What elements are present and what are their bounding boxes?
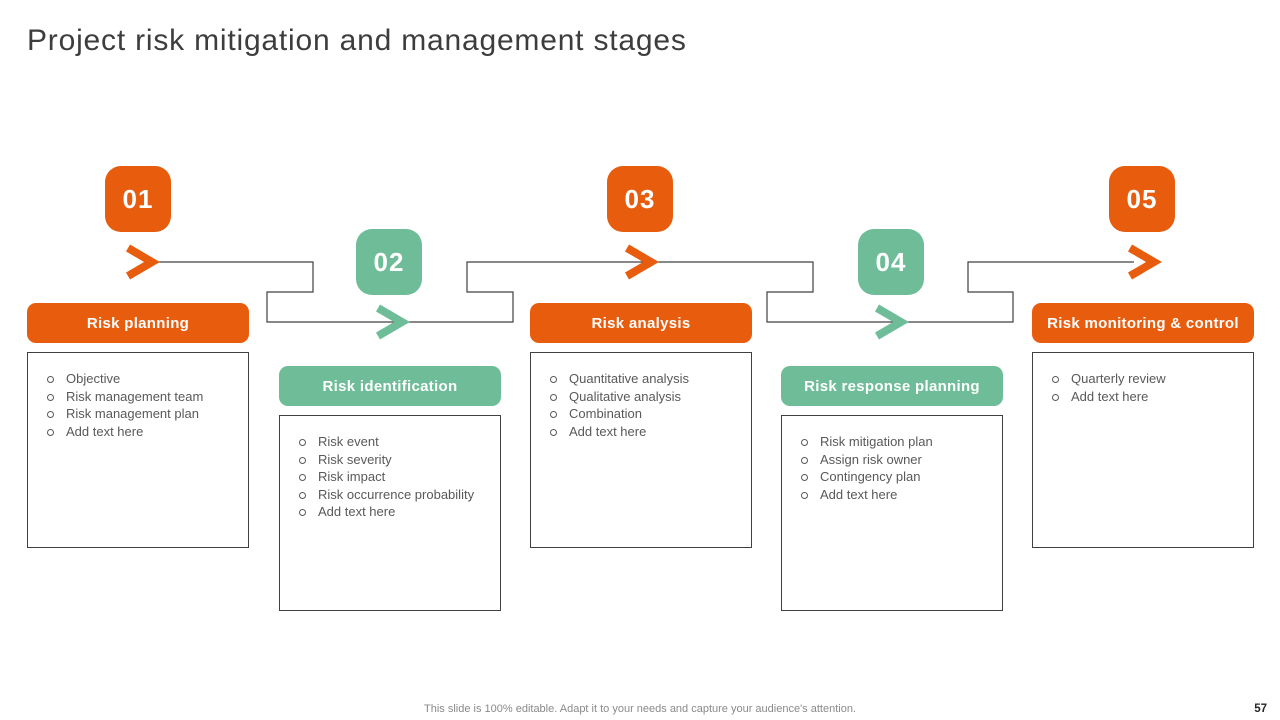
bullet-circle-icon bbox=[1052, 393, 1059, 401]
list-item: Add text here bbox=[796, 486, 978, 504]
list-item: Add text here bbox=[294, 503, 476, 521]
page-number: 57 bbox=[1254, 703, 1267, 715]
list-item-text: Assign risk owner bbox=[820, 451, 922, 467]
list-item: Qualitative analysis bbox=[545, 388, 727, 406]
stage-content-box: Risk mitigation plan Assign risk owner C… bbox=[781, 415, 1003, 611]
bullet-circle-icon bbox=[299, 439, 306, 446]
stage-label: Risk analysis bbox=[530, 303, 752, 343]
list-item: Quantitative analysis bbox=[545, 370, 727, 388]
list-item-text: Combination bbox=[569, 406, 642, 421]
list-item: Add text here bbox=[545, 423, 727, 441]
list-item-text: Qualitative analysis bbox=[569, 388, 681, 404]
bullet-circle-icon bbox=[299, 474, 306, 481]
chevron-right-icon bbox=[874, 304, 909, 340]
list-item-text: Add text here bbox=[318, 504, 396, 519]
bullet-circle-icon bbox=[801, 474, 808, 481]
list-item: Objective bbox=[42, 370, 224, 388]
list-item-text: Risk impact bbox=[318, 469, 386, 484]
bullet-circle-icon bbox=[550, 393, 557, 401]
bullet-circle-icon bbox=[1052, 376, 1059, 383]
stage-item-list: Quarterly review Add text here bbox=[1047, 370, 1229, 405]
list-item: Risk event bbox=[294, 433, 476, 451]
stage-item-list: Quantitative analysis Qualitative analys… bbox=[545, 370, 727, 440]
stage-label: Risk planning bbox=[27, 303, 249, 343]
list-item-text: Add text here bbox=[1071, 388, 1149, 404]
stage-label: Risk monitoring & control bbox=[1032, 303, 1254, 343]
chevron-right-icon bbox=[375, 304, 410, 340]
page-title: Project risk mitigation and management s… bbox=[27, 24, 687, 57]
stage-number-badge: 01 bbox=[105, 166, 171, 232]
list-item-text: Contingency plan bbox=[820, 469, 921, 484]
bullet-circle-icon bbox=[550, 411, 557, 418]
bullet-circle-icon bbox=[801, 491, 808, 499]
list-item-text: Risk mitigation plan bbox=[820, 434, 933, 449]
chevron-right-icon bbox=[1127, 244, 1162, 280]
bullet-circle-icon bbox=[47, 411, 54, 418]
list-item-text: Quarterly review bbox=[1071, 371, 1166, 386]
list-item: Risk management team bbox=[42, 388, 224, 406]
stage-item-list: Risk event Risk severity Risk impact Ris… bbox=[294, 433, 476, 521]
bullet-circle-icon bbox=[550, 428, 557, 436]
list-item: Risk severity bbox=[294, 451, 476, 469]
stage-label: Risk identification bbox=[279, 366, 501, 406]
stage-number-badge: 05 bbox=[1109, 166, 1175, 232]
bullet-circle-icon bbox=[47, 428, 54, 436]
list-item: Add text here bbox=[42, 423, 224, 441]
list-item-text: Risk event bbox=[318, 434, 379, 449]
bullet-circle-icon bbox=[299, 509, 306, 516]
list-item-text: Risk severity bbox=[318, 451, 392, 467]
bullet-circle-icon bbox=[550, 376, 557, 383]
list-item: Risk impact bbox=[294, 468, 476, 486]
footer-note: This slide is 100% editable. Adapt it to… bbox=[424, 703, 856, 715]
stage-label: Risk response planning bbox=[781, 366, 1003, 406]
list-item-text: Risk management team bbox=[66, 388, 204, 404]
list-item-text: Add text here bbox=[66, 423, 144, 439]
list-item: Combination bbox=[545, 405, 727, 423]
stage-content-box: Quantitative analysis Qualitative analys… bbox=[530, 352, 752, 548]
bullet-circle-icon bbox=[47, 376, 54, 383]
bullet-circle-icon bbox=[801, 456, 808, 464]
bullet-circle-icon bbox=[801, 439, 808, 446]
list-item: Risk occurrence probability bbox=[294, 486, 476, 504]
chevron-right-icon bbox=[125, 244, 160, 280]
list-item-text: Risk occurrence probability bbox=[318, 486, 475, 502]
stage-item-list: Risk mitigation plan Assign risk owner C… bbox=[796, 433, 978, 503]
stage-number-badge: 03 bbox=[607, 166, 673, 232]
list-item-text: Risk management plan bbox=[66, 406, 199, 421]
list-item: Contingency plan bbox=[796, 468, 978, 486]
list-item: Add text here bbox=[1047, 388, 1229, 406]
list-item: Risk management plan bbox=[42, 405, 224, 423]
bullet-circle-icon bbox=[299, 456, 306, 464]
list-item: Quarterly review bbox=[1047, 370, 1229, 388]
list-item-text: Add text here bbox=[569, 423, 647, 439]
chevron-right-icon bbox=[624, 244, 659, 280]
list-item-text: Objective bbox=[66, 371, 121, 386]
list-item: Assign risk owner bbox=[796, 451, 978, 469]
list-item-text: Quantitative analysis bbox=[569, 371, 689, 386]
stage-number-badge: 02 bbox=[356, 229, 422, 295]
list-item: Risk mitigation plan bbox=[796, 433, 978, 451]
list-item-text: Add text here bbox=[820, 486, 898, 502]
bullet-circle-icon bbox=[47, 393, 54, 401]
stage-content-box: Risk event Risk severity Risk impact Ris… bbox=[279, 415, 501, 611]
stage-number-badge: 04 bbox=[858, 229, 924, 295]
bullet-circle-icon bbox=[299, 491, 306, 499]
stage-content-box: Objective Risk management team Risk mana… bbox=[27, 352, 249, 548]
stage-item-list: Objective Risk management team Risk mana… bbox=[42, 370, 224, 440]
stage-content-box: Quarterly review Add text here bbox=[1032, 352, 1254, 548]
